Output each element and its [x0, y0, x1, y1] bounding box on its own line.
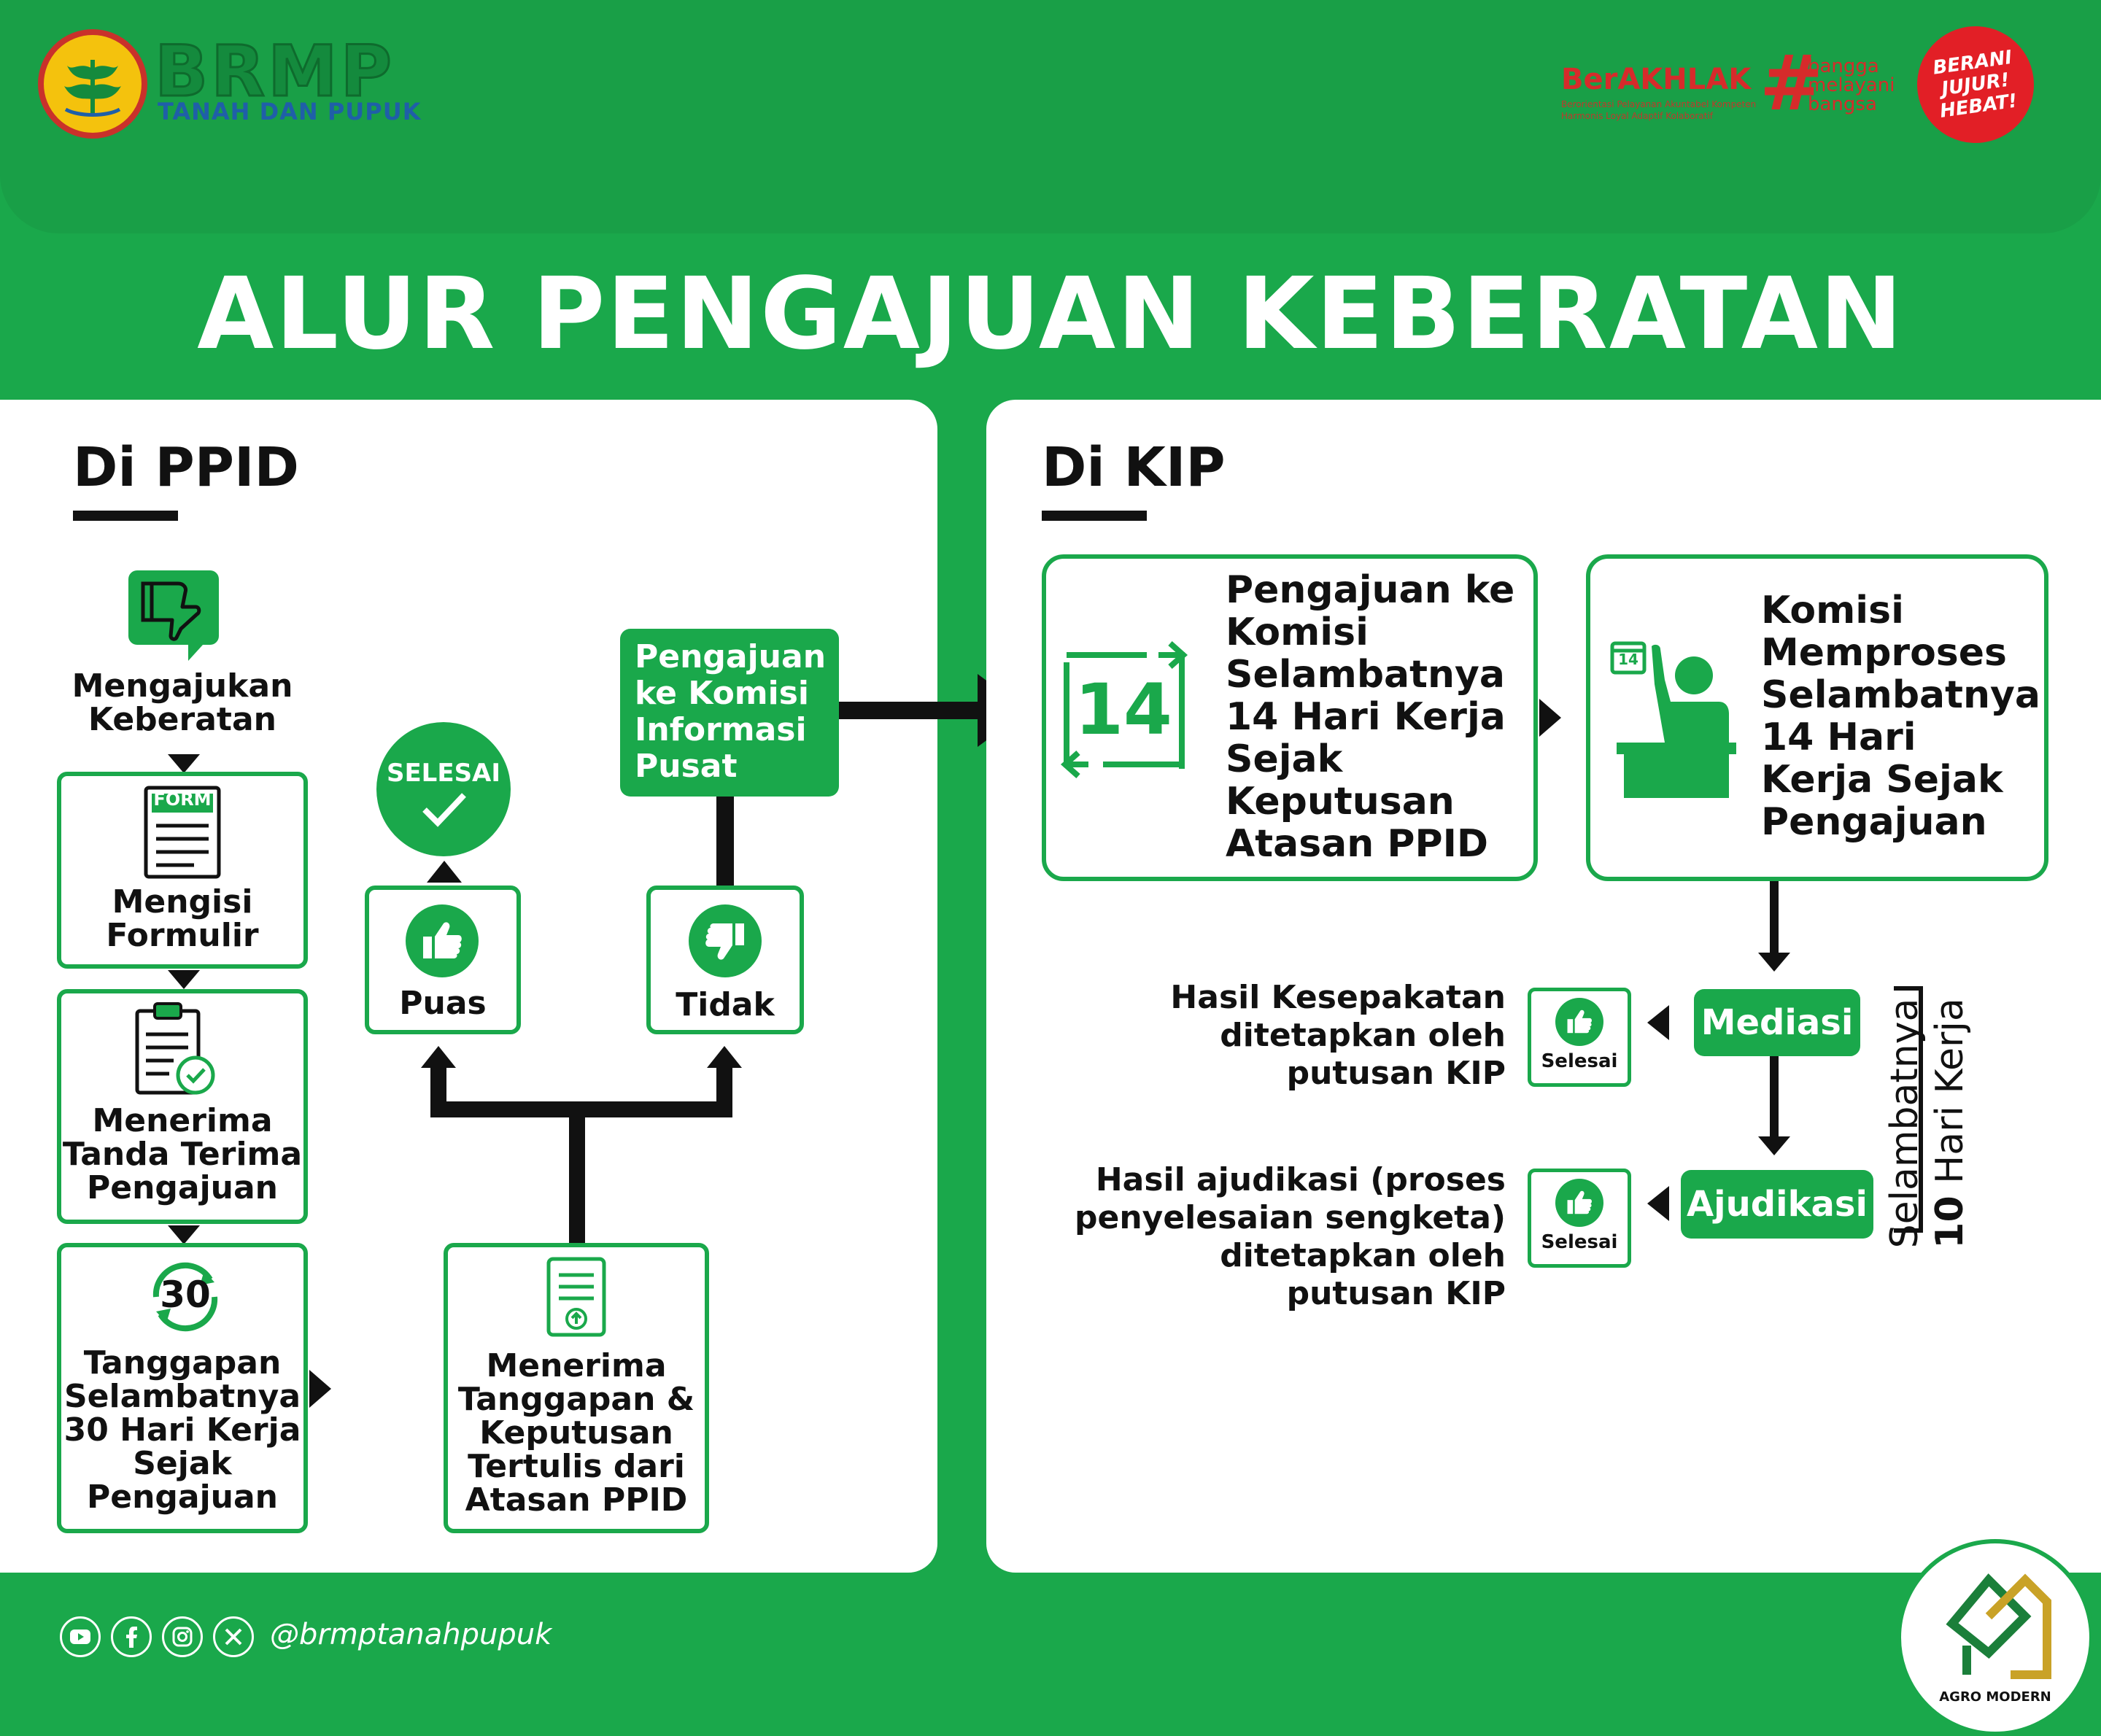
hash-icon: #: [1760, 39, 1824, 128]
arrow-left: [1647, 1186, 1669, 1221]
berakhlak-tagline-1: Berorientasi Pelayanan Akuntabel Kompete…: [1561, 99, 1757, 109]
kip-proses-label: Komisi Memproses Selambatnya 14 Hari Ker…: [1761, 589, 2040, 844]
dislike-bubble-icon: [127, 569, 220, 667]
social-handle[interactable]: @brmptanahpupuk: [270, 1618, 552, 1651]
kip-pengajuan-box: [1042, 554, 1538, 881]
step-mengajukan-label: Mengajukan Keberatan: [71, 667, 293, 738]
connector-tidak-to-komisi: [716, 795, 734, 886]
step-tanda-terima-label: Menerima Tanda Terima Pengajuan: [62, 1102, 303, 1206]
ajudikasi-result-label: Hasil ajudikasi (proses penyelesaian sen…: [1074, 1161, 1506, 1312]
cycle-14-label: 14: [1075, 669, 1172, 751]
selesai-mediasi-label: Selesai: [1541, 1050, 1618, 1072]
cycle-30-label: 30: [160, 1274, 211, 1316]
check-icon: [420, 791, 468, 832]
step-menerima-tanggapan-box: [444, 1243, 709, 1533]
duration-line-2: 10 Hari Kerja: [1927, 970, 1973, 1276]
connector-to-kip: [839, 702, 982, 719]
thumbs-up-icon: [1555, 1179, 1603, 1227]
kip-pengajuan-label: Pengajuan ke Komisi Selambatnya 14 Hari …: [1226, 568, 1515, 866]
kip-heading: Di KIP: [1042, 436, 1226, 499]
ppid-heading: Di PPID: [73, 436, 299, 499]
x-twitter-icon[interactable]: [213, 1616, 254, 1657]
raise-hand-desk-icon: [1609, 640, 1741, 804]
page-title: ALUR PENGAJUAN KEBERATAN: [197, 257, 1904, 372]
to-komisi-label: Pengajuan ke Komisi Informasi Pusat: [635, 638, 827, 785]
kip-heading-underline: [1042, 511, 1147, 521]
step-menerima-tanggapan-label: Menerima Tanggapan & Keputusan Tertulis …: [457, 1347, 695, 1519]
thumbs-down-icon: [689, 904, 762, 977]
tidak-label: Tidak: [676, 986, 775, 1023]
instagram-icon[interactable]: [162, 1616, 203, 1657]
duration-unit: Hari Kerja: [1928, 998, 1972, 1196]
clipboard-check-icon: [134, 1001, 216, 1100]
arrow-down: [168, 1225, 200, 1244]
puas-label: Puas: [399, 985, 487, 1022]
form-icon: [143, 785, 222, 883]
selesai-label: SELESAI: [386, 759, 501, 788]
brmp-logo-icon: [38, 29, 147, 139]
connector-vertical: [569, 1109, 585, 1243]
step-mengisi-formulir-label: Mengisi Formulir: [106, 883, 259, 954]
connector-mediasi-to-ajudikasi: [1770, 1056, 1779, 1138]
arrow-down: [168, 970, 200, 989]
arrow-left: [1647, 1005, 1669, 1040]
form-icon-label: FORM: [153, 789, 212, 810]
thumbs-up-icon: [406, 904, 479, 977]
arrow-down: [1758, 953, 1790, 972]
melayani-text: melayani: [1808, 74, 1895, 96]
mediasi-result-label: Hasil Kesepakatan ditetapkan oleh putusa…: [1170, 979, 1506, 1092]
agro-modern-badge: AGRO MODERN: [1897, 1539, 2094, 1736]
arrow-right: [309, 1370, 331, 1408]
duration-bracket: [1894, 986, 1923, 1233]
bangga-text: bangga: [1808, 55, 1879, 77]
selesai-ajudikasi-label: Selesai: [1541, 1231, 1618, 1253]
bangsa-text: bangsa: [1808, 93, 1877, 115]
berakhlak-logo: BerAKHLAK: [1561, 63, 1752, 96]
step-tanggapan-box: [57, 1243, 308, 1533]
arrow-down: [1758, 1136, 1790, 1155]
cycle-30-icon: [142, 1256, 229, 1339]
arrow-down: [168, 754, 200, 773]
connector-horizontal: [430, 1101, 732, 1117]
step-tanggapan-label: Tanggapan Selambatnya 30 Hari Kerja Seja…: [63, 1344, 301, 1516]
brand-subtitle: TANAH DAN PUPUK: [158, 98, 422, 125]
duration-line-1: Selambatnya: [1883, 998, 1927, 1249]
arrow-up: [707, 1046, 742, 1068]
brand-title: BRMP: [154, 30, 395, 114]
connector-to-puas: [430, 1066, 446, 1117]
calendar-14-label: 14: [1618, 651, 1638, 668]
berakhlak-tagline-2: Harmonis Loyal Adaptif Kolaboratif: [1561, 111, 1714, 121]
arrow-up: [421, 1046, 456, 1068]
facebook-icon[interactable]: [111, 1616, 152, 1657]
ajudikasi-pill: Ajudikasi: [1681, 1170, 1873, 1239]
connector-proses-to-mediasi: [1770, 881, 1779, 954]
youtube-icon[interactable]: [60, 1616, 101, 1657]
mediasi-pill: Mediasi: [1694, 989, 1860, 1056]
ppid-heading-underline: [73, 511, 178, 521]
selesai-badge: [376, 722, 511, 856]
arrow-up: [427, 861, 462, 883]
to-komisi-box: [620, 629, 839, 797]
arrow-right: [1539, 699, 1561, 737]
thumbs-up-icon: [1555, 998, 1603, 1046]
document-upload-icon: [546, 1256, 607, 1341]
duration-number: 10: [1928, 1196, 1972, 1249]
connector-to-tidak: [716, 1066, 732, 1117]
cycle-14-icon: [1059, 633, 1191, 789]
step-tanda-terima-box: [57, 989, 308, 1224]
duration-label: Selambatnya 10 Hari Kerja: [1882, 970, 1984, 1276]
header-band: [0, 0, 2101, 233]
